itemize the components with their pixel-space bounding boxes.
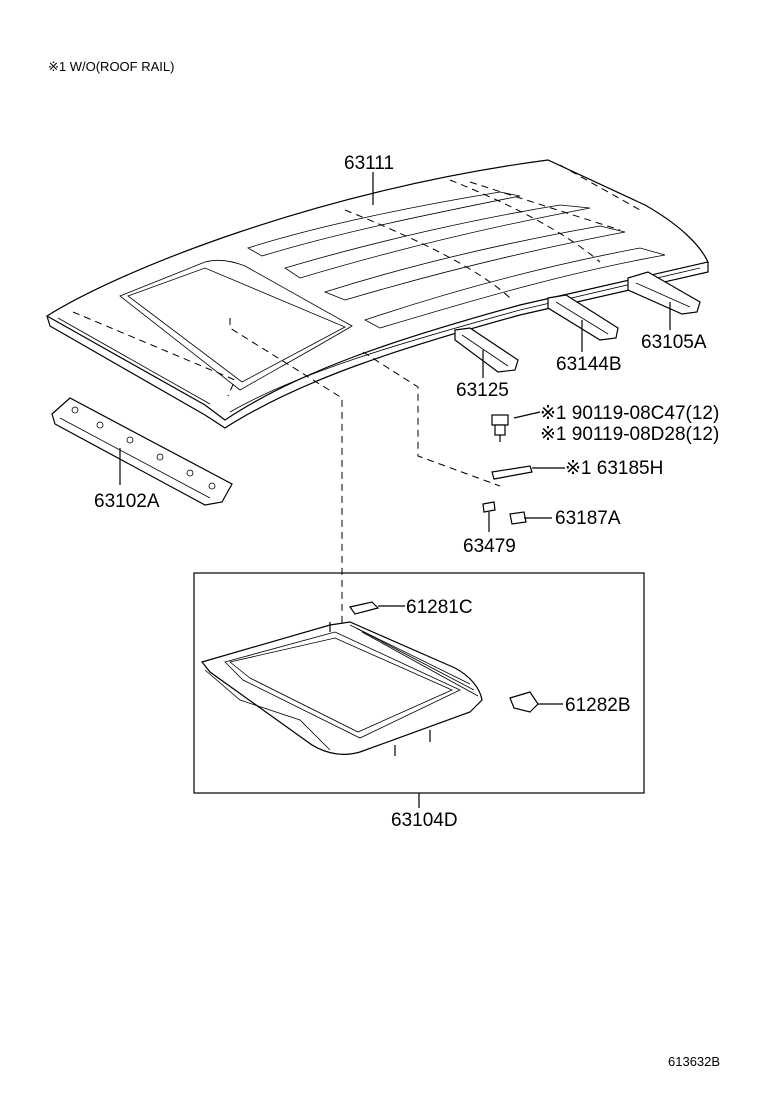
label-63102A: 63102A (94, 491, 160, 512)
label-63111: 63111 (344, 153, 394, 174)
label-61282B: 61282B (565, 695, 631, 716)
bracket-63185H (491, 465, 533, 480)
roof-bow-63144B (547, 294, 619, 341)
label-63104D: 63104D (391, 810, 458, 831)
label-bolt-90119-08C47: ※1 90119-08C47(12) (540, 403, 719, 424)
label-63479: 63479 (463, 536, 516, 557)
sunroof-housing-63104D (200, 621, 483, 756)
label-63125: 63125 (456, 380, 509, 401)
bracket-61282B (509, 691, 539, 713)
label-63185H: ※1 63185H (565, 458, 663, 479)
label-63187A: 63187A (555, 508, 621, 529)
front-header-panel-63102A (51, 397, 233, 506)
label-63105A: 63105A (641, 332, 707, 353)
roof-bow-63105A (627, 271, 701, 315)
leader-lines (119, 172, 671, 808)
bracket-61281C (348, 601, 380, 615)
label-63144B: 63144B (556, 354, 622, 375)
label-61281C: 61281C (406, 597, 473, 618)
roof-panel-63111 (45, 159, 709, 429)
seal-63479 (482, 501, 496, 513)
bolt-90119 (491, 414, 509, 442)
drawing-number: 613632B (668, 1054, 720, 1069)
roof-bow-63125 (454, 327, 519, 373)
roof-rail-note: ※1 W/O(ROOF RAIL) (48, 59, 174, 74)
clip-63187A (509, 511, 527, 525)
label-bolt-90119-08D28: ※1 90119-08D28(12) (540, 424, 719, 445)
